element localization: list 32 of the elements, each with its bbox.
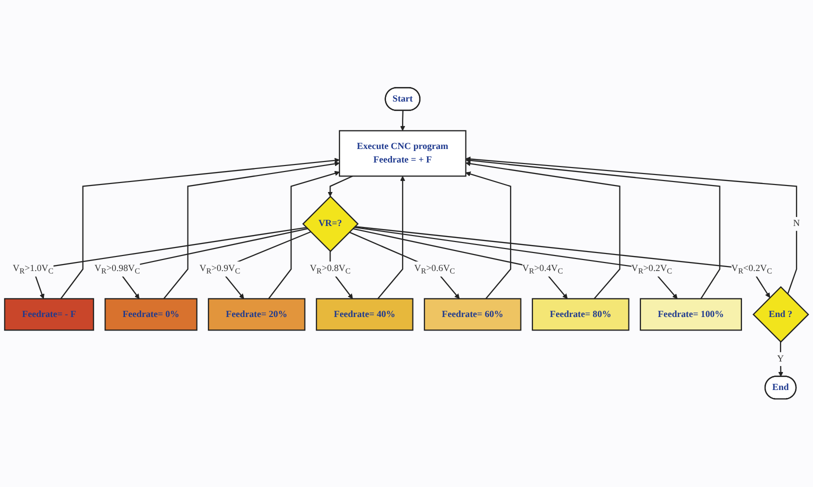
edge-label: V$_{R}$>0.6V$_{C}$	[414, 263, 455, 276]
edge-label: V$_{R}$<0.2V$_{C}$	[731, 263, 772, 276]
arrow	[466, 158, 720, 300]
node-box: Feedrate= 0%	[104, 298, 198, 331]
node-box: Execute CNC program Feedrate = + F	[338, 130, 466, 177]
arrow	[354, 226, 678, 300]
node-box: Feedrate= 40%	[316, 298, 414, 331]
edge-label: N	[793, 218, 800, 229]
edge-label: V$_{R}$>0.8V$_{C}$	[310, 263, 351, 276]
node-box: Feedrate= 80%	[532, 298, 630, 331]
edge-label: V$_{R}$>0.98V$_{C}$	[94, 263, 140, 276]
arrow	[466, 161, 620, 300]
edge-label: Y	[777, 354, 784, 364]
edge-label: V$_{R}$>1.0V$_{C}$	[12, 263, 54, 276]
arrow	[466, 156, 798, 294]
arrow	[400, 110, 406, 132]
arrow	[352, 228, 568, 300]
arrow	[268, 171, 340, 300]
node-box: Feedrate= 20%	[208, 298, 306, 331]
arrow	[354, 226, 770, 298]
edge-label: V$_{R}$>0.9V$_{C}$	[199, 263, 240, 276]
node-diamond: End ?	[752, 286, 810, 343]
edge-label: V$_{R}$>0.2V$_{C}$	[631, 263, 672, 276]
arrow	[328, 176, 353, 197]
node-diamond: VR=?	[302, 196, 359, 252]
node-box: Feedrate= 100%	[640, 298, 742, 331]
arrow	[466, 172, 512, 300]
node-box: Feedrate= - F	[4, 298, 94, 331]
edge-label: V$_{R}$>0.4V$_{C}$	[522, 263, 563, 276]
arrow	[349, 232, 460, 300]
node-box: Feedrate= 60%	[424, 298, 522, 331]
arrow	[377, 176, 406, 300]
